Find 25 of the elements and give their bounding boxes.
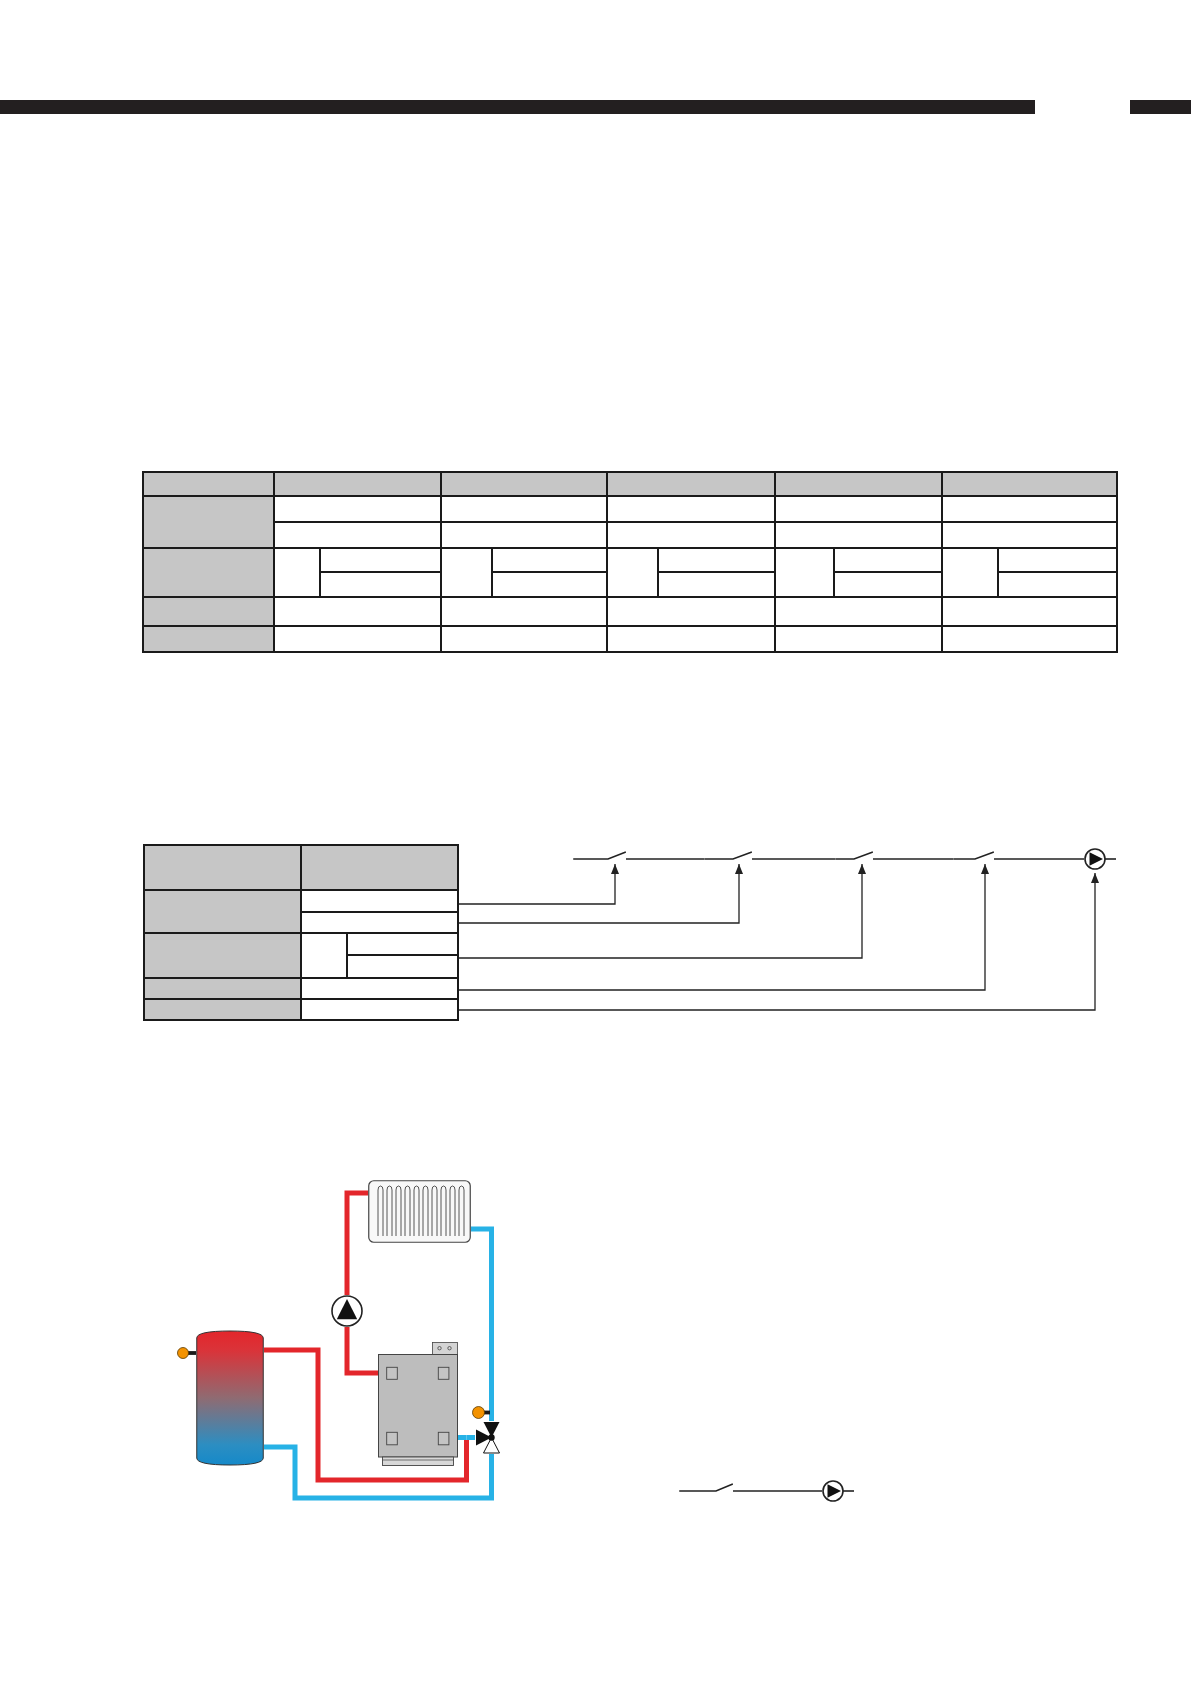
pipe (344, 1327, 378, 1376)
pump-symbol (822, 1480, 854, 1502)
switch-symbol (953, 851, 994, 861)
wire (625, 858, 705, 860)
wire (751, 858, 836, 860)
pipe (264, 1347, 469, 1483)
radiator (368, 1180, 471, 1243)
boiler (378, 1342, 458, 1466)
pump-symbol (331, 1295, 363, 1327)
pipe (466, 1435, 475, 1440)
pump-symbol (1084, 848, 1116, 870)
three-way-valve (475, 1421, 500, 1454)
pipe (458, 1435, 467, 1440)
storage-tank (196, 1330, 264, 1466)
switch-symbol (704, 851, 752, 861)
empty-table (143, 844, 459, 1021)
pipe (264, 1444, 494, 1501)
wire (732, 1490, 823, 1492)
switch-symbol (573, 851, 626, 861)
wire (993, 858, 1085, 860)
pipe (471, 1226, 494, 1421)
switch-symbol (679, 1483, 733, 1493)
wire (872, 858, 954, 860)
pipe (344, 1190, 368, 1295)
switch-symbol (835, 851, 873, 861)
